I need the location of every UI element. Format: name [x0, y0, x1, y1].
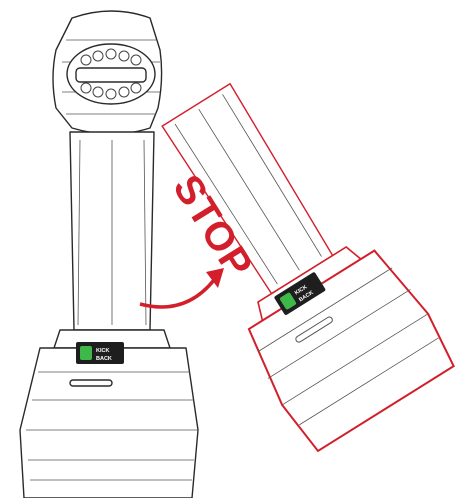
badge-line-1: KICK: [96, 348, 109, 354]
kickback-badge-rotated: KICK BACK: [274, 272, 326, 315]
drill-upright: KICK BACK: [19, 10, 199, 498]
indicator-light-icon: [80, 346, 92, 360]
kickback-badge: KICK BACK: [76, 342, 124, 364]
kickback-arrow-icon: [139, 268, 224, 309]
drill-rotated: KICK BACK: [161, 82, 455, 453]
badge-line-2: BACK: [96, 356, 112, 362]
chuck-holes-icon: [80, 48, 142, 100]
